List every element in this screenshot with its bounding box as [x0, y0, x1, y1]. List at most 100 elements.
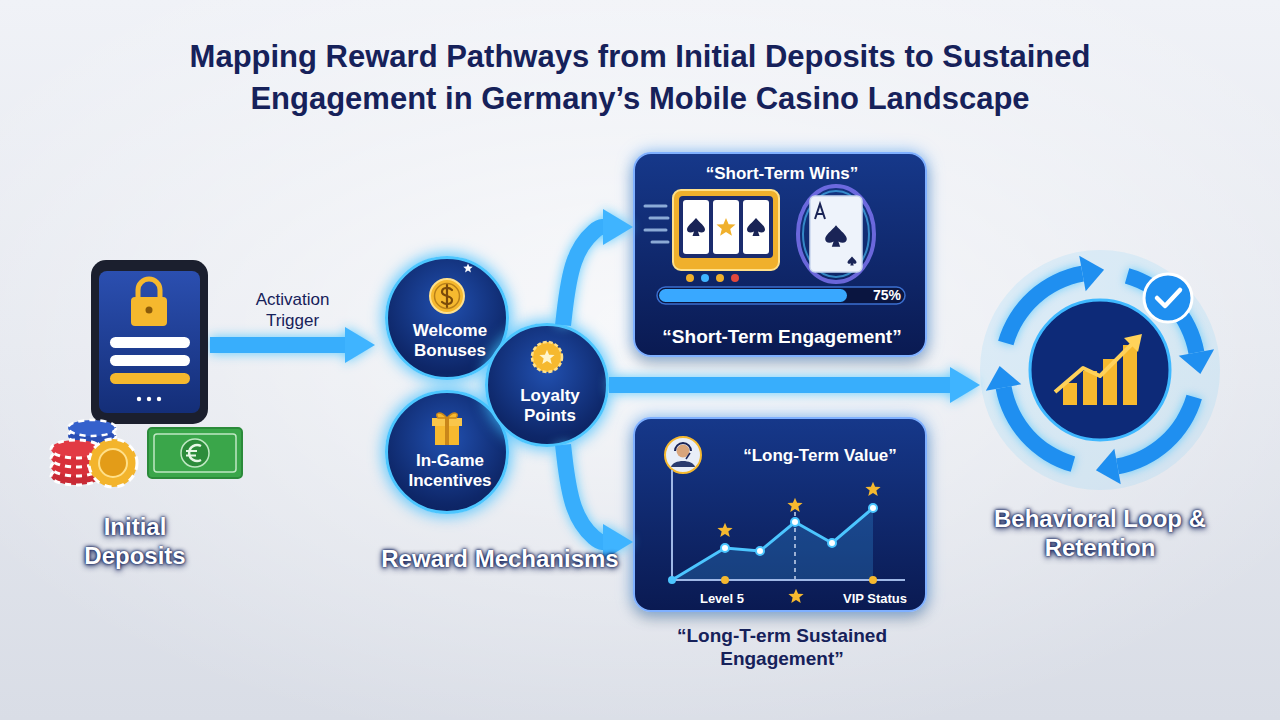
slot-machine — [645, 190, 779, 282]
axis-label: VIP Status — [835, 591, 915, 607]
form-field — [110, 337, 190, 348]
gift-icon-part — [445, 418, 449, 445]
edge-group — [210, 227, 950, 542]
retention-loop-icon-part — [1055, 344, 1132, 392]
euro-sign — [186, 451, 197, 456]
casino-chips-part — [99, 449, 127, 477]
banknote-part — [148, 428, 242, 478]
edge-label: Activation Trigger — [233, 289, 353, 331]
slot-machine-part — [679, 196, 773, 258]
card-ace-mark — [815, 204, 825, 219]
slot-machine-part — [743, 200, 769, 254]
progress-bar — [657, 287, 905, 304]
avatar-icon — [665, 437, 701, 473]
playing-card-part — [798, 186, 874, 282]
progress-bar-part — [657, 287, 905, 304]
growth-chart-part — [788, 589, 803, 603]
loop-arrowhead — [986, 366, 1021, 391]
lock-shackle — [138, 279, 160, 298]
avatar-icon-part — [675, 443, 691, 451]
slot-machine-part — [673, 190, 779, 270]
group-label: Reward Mechanisms — [375, 545, 625, 574]
node-label: Behavioral Loop & Retention — [980, 505, 1220, 563]
panel-caption: “Short-Term Engagement” — [645, 326, 919, 349]
axis-label: Level 5 — [687, 591, 757, 607]
retention-loop-icon-part — [980, 250, 1220, 490]
retention-loop-icon-part — [1083, 371, 1097, 405]
node-label: Initial Deposits — [60, 513, 210, 571]
banknote — [148, 428, 242, 478]
growth-chart-part — [721, 544, 729, 552]
retention-loop-icon — [980, 250, 1220, 490]
slot-machine-part — [716, 274, 724, 282]
retention-loop-icon-part — [1123, 345, 1137, 405]
gift-icon-part — [437, 413, 458, 418]
circle-label: Loyalty Points — [498, 386, 602, 427]
phone-body — [91, 260, 208, 424]
form-button — [110, 373, 190, 384]
coin-icon-part — [442, 285, 452, 307]
playing-card-part — [825, 225, 847, 247]
circle-label: Welcome Bonuses — [398, 321, 502, 362]
growth-chart-part — [869, 504, 877, 512]
slot-machine-part — [747, 218, 765, 236]
slot-machine-part — [683, 200, 709, 254]
banknote-part — [154, 434, 236, 472]
playing-card-part — [803, 191, 869, 277]
badge-icon-part — [539, 350, 554, 364]
growth-chart-part — [721, 576, 729, 584]
growth-chart-part — [672, 470, 905, 580]
growth-chart-part — [865, 482, 880, 496]
reward-group: Welcome BonusesIn-Game Incentives Loyalty… — [375, 250, 625, 605]
growth-chart-part — [672, 508, 873, 580]
casino-chips — [51, 420, 137, 487]
loop-arrowhead — [1079, 256, 1104, 291]
circle-label: In-Game Incentives — [398, 451, 502, 492]
flow-arrow — [609, 377, 950, 393]
badge-icon-part — [532, 342, 562, 372]
coin-icon-part — [430, 279, 464, 313]
coin-icon — [430, 264, 473, 314]
progress-bar-part — [659, 289, 847, 302]
panel-heading: “Long-Term Value” — [725, 446, 915, 466]
lock-hole — [146, 307, 153, 314]
banknote-part — [181, 439, 209, 467]
phone-screen — [99, 271, 200, 413]
page-dot — [147, 397, 151, 401]
flow-arrow — [563, 445, 603, 542]
euro-sign — [189, 445, 201, 461]
coin-icon-part — [463, 264, 473, 273]
growth-chart — [668, 470, 905, 603]
flow-arrow — [210, 337, 345, 353]
badge-icon — [532, 342, 562, 372]
slot-machine-part — [731, 274, 739, 282]
growth-chart-part — [672, 508, 873, 580]
growth-chart-part — [668, 576, 676, 584]
slot-machine-part — [645, 206, 668, 242]
retention-loop-icon-part — [1063, 383, 1077, 405]
retention-loop-icon-part — [1030, 300, 1170, 440]
reward-circle: Welcome Bonuses — [385, 256, 509, 380]
panel-caption: “Long-T-erm Sustained Engagement” — [635, 625, 929, 671]
reward-circle: Loyalty Points — [485, 323, 609, 447]
growth-chart-part — [717, 523, 732, 537]
avatar-icon-part — [671, 461, 695, 467]
lock-body — [131, 297, 167, 326]
retention-loop-icon-part — [1144, 274, 1192, 322]
diagram-title: Mapping Reward Pathways from Initial Dep… — [100, 36, 1180, 120]
retention-loop-icon-part — [1157, 290, 1180, 306]
avatar-icon-part — [686, 453, 690, 459]
slot-machine-part — [717, 218, 736, 236]
form-field — [110, 355, 190, 366]
casino-chips-part — [68, 420, 116, 436]
flow-arrow — [563, 227, 603, 325]
growth-chart-part — [828, 539, 836, 547]
playing-card-part — [810, 196, 862, 272]
gift-icon — [432, 413, 462, 445]
avatar-icon-part — [665, 437, 701, 473]
page-dot — [157, 397, 161, 401]
growth-chart-part — [869, 576, 877, 584]
